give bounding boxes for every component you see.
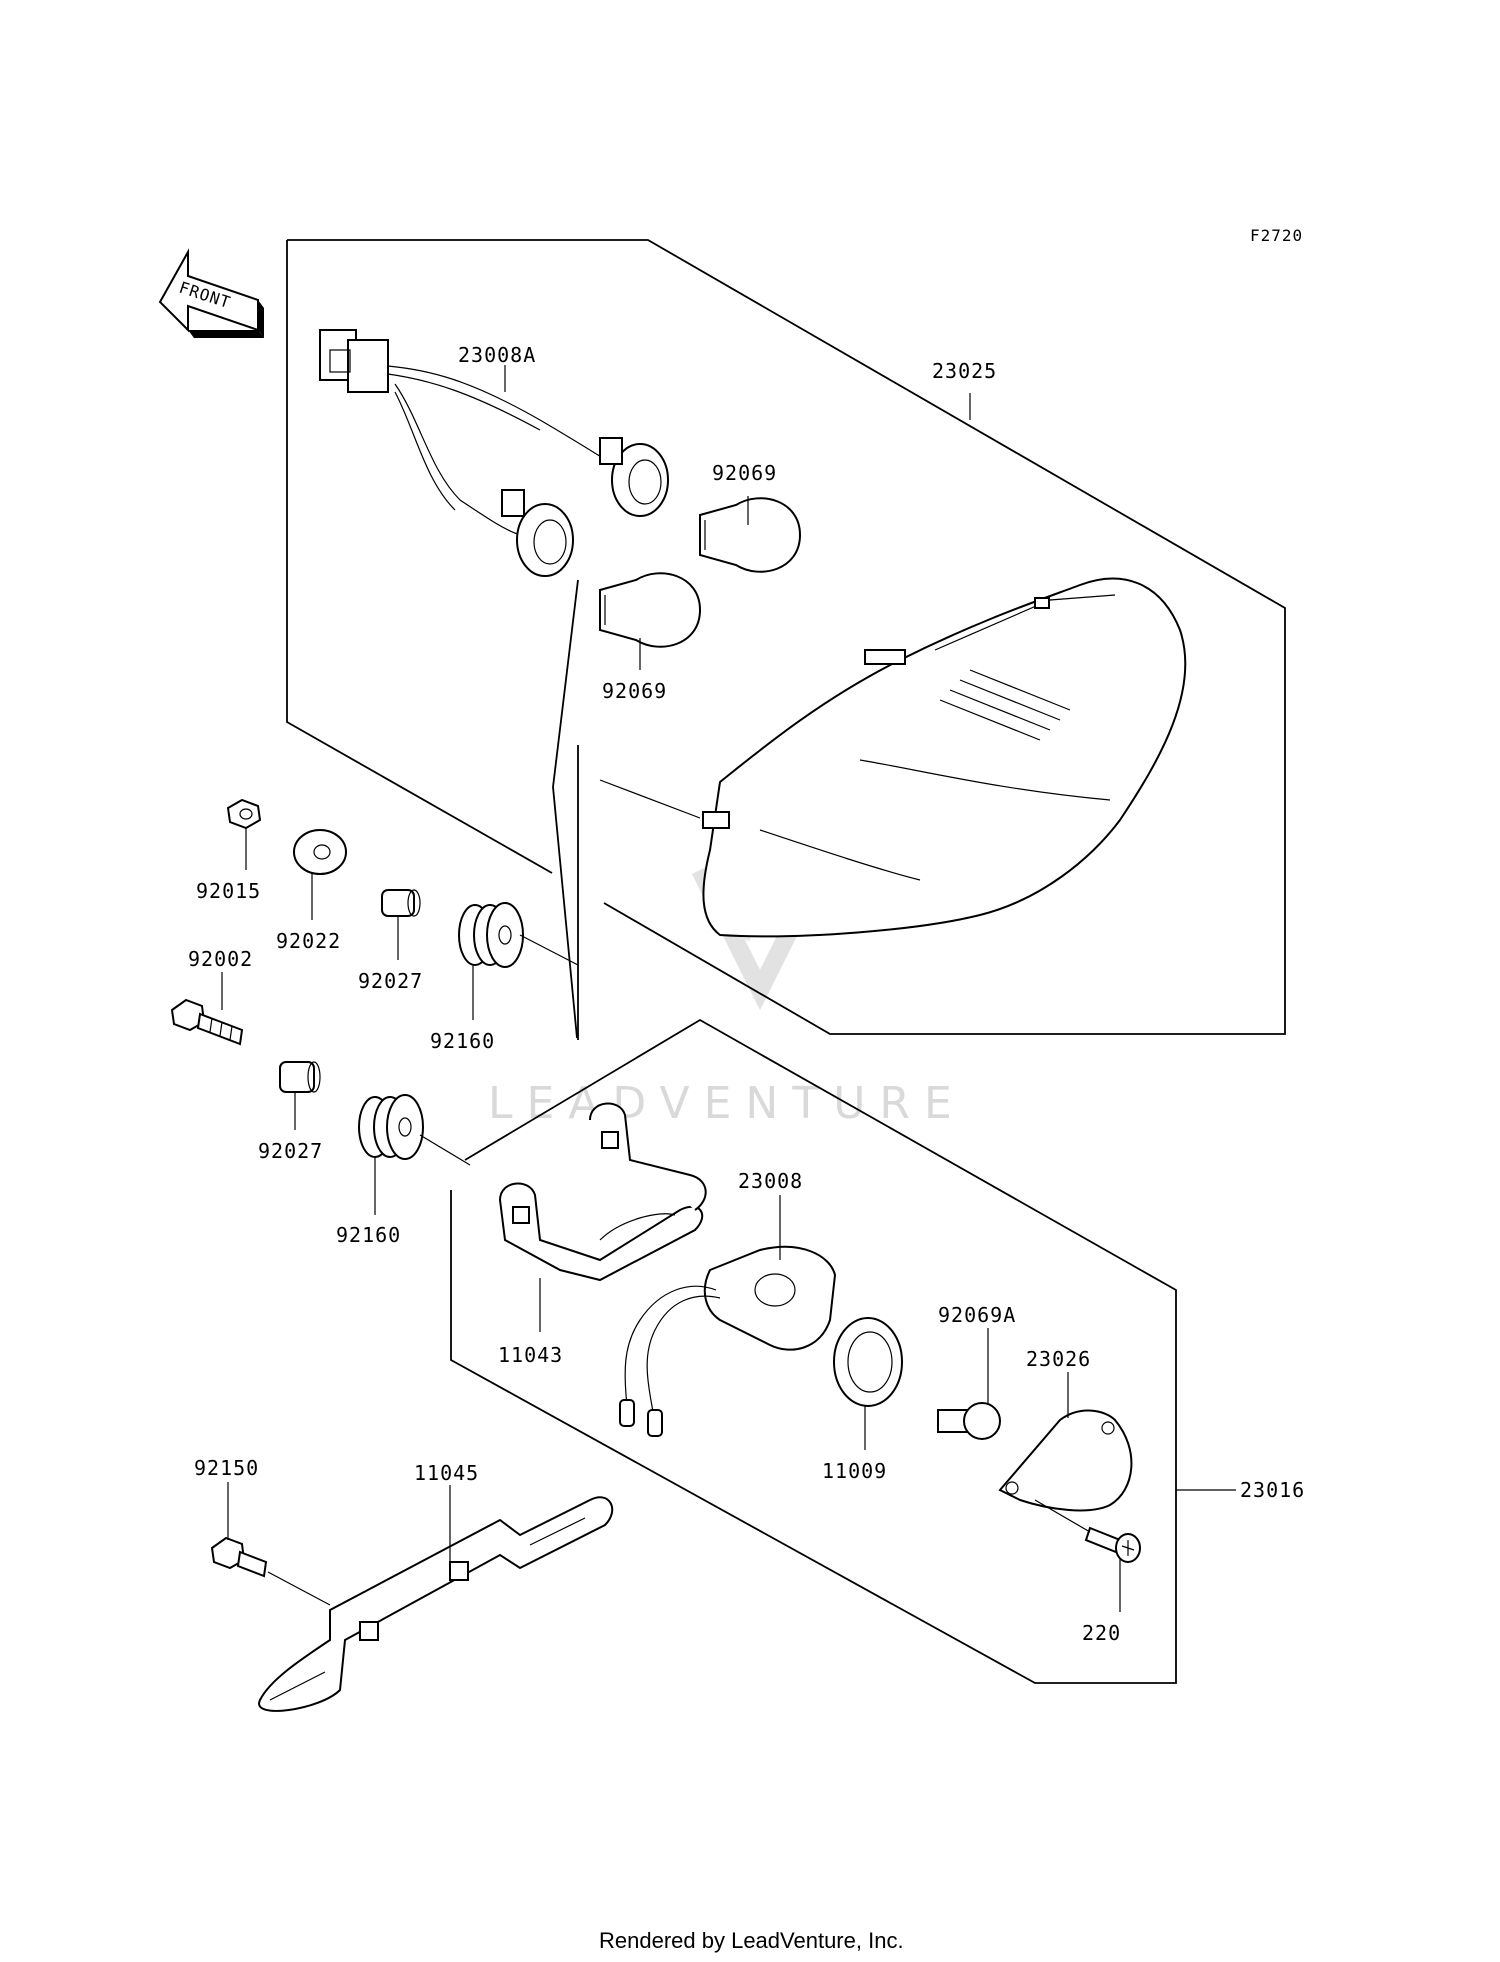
label-220: 220: [1082, 1621, 1121, 1645]
label-11045: 11045: [414, 1461, 479, 1485]
washer-92022: [293, 829, 347, 875]
bulb-92069-bottom: [599, 572, 702, 648]
label-23008: 23008: [738, 1169, 803, 1193]
nut-92015: [226, 798, 262, 830]
label-92015: 92015: [196, 879, 261, 903]
seal-11009: [833, 1317, 903, 1407]
label-23026: 23026: [1026, 1347, 1091, 1371]
label-92022: 92022: [276, 929, 341, 953]
leader-taillight-stud: [599, 779, 701, 819]
taillight-23025: [702, 577, 1187, 938]
bulb-92069A: [937, 1402, 1001, 1440]
bolt-92002: [170, 998, 244, 1046]
label-92160-a: 92160: [430, 1029, 495, 1053]
collar-92027-b: [279, 1061, 321, 1093]
label-23016: 23016: [1240, 1478, 1305, 1502]
label-92027-b: 92027: [258, 1139, 323, 1163]
label-92027-a: 92027: [358, 969, 423, 993]
label-11009: 11009: [822, 1459, 887, 1483]
bolt-92150: [210, 1536, 268, 1578]
label-23008A: 23008A: [458, 343, 536, 367]
bracket-11043: [498, 1102, 707, 1282]
watermark-text: LEADVENTURE: [488, 1078, 966, 1129]
part-labels: 23008A 23025 92069 92069 92015 92022 920…: [188, 343, 1305, 1645]
label-92069-bottom: 92069: [602, 679, 667, 703]
grommet-92160-a: [458, 902, 524, 968]
label-11043: 11043: [498, 1343, 563, 1367]
leader-screw: [1034, 1499, 1091, 1533]
leader-grommet-b: [419, 1134, 471, 1166]
label-92069A: 92069A: [938, 1303, 1016, 1327]
label-92069-top: 92069: [712, 461, 777, 485]
diagram-ref: F2720: [1250, 226, 1303, 245]
assembly-frame-23025-left: [286, 240, 553, 874]
label-92150: 92150: [194, 1456, 259, 1480]
assembly-frame-23025-top: [287, 239, 1286, 1035]
label-92002: 92002: [188, 947, 253, 971]
assembly-frame-23025: [552, 579, 579, 1039]
assembly-frame-23016: [450, 1018, 1177, 1684]
leader-bolt-92150: [267, 1571, 331, 1606]
leader-grommet-a: [519, 934, 579, 966]
label-23025: 23025: [932, 359, 997, 383]
grommet-92160-b: [358, 1094, 424, 1160]
collar-92027-a: [381, 889, 421, 917]
lens-23026: [998, 1409, 1133, 1512]
footer-credit: Rendered by LeadVenture, Inc.: [599, 1928, 904, 1953]
label-92160-b: 92160: [336, 1223, 401, 1247]
screw-220: [1084, 1526, 1141, 1563]
bulb-92069-top: [699, 497, 802, 573]
socket-23008: [619, 1245, 837, 1437]
leader-lines: [221, 365, 1236, 1612]
front-arrow-icon: FRONT: [158, 248, 264, 338]
wire-harness-23008A: [319, 329, 669, 577]
plate-11045: [258, 1496, 614, 1712]
